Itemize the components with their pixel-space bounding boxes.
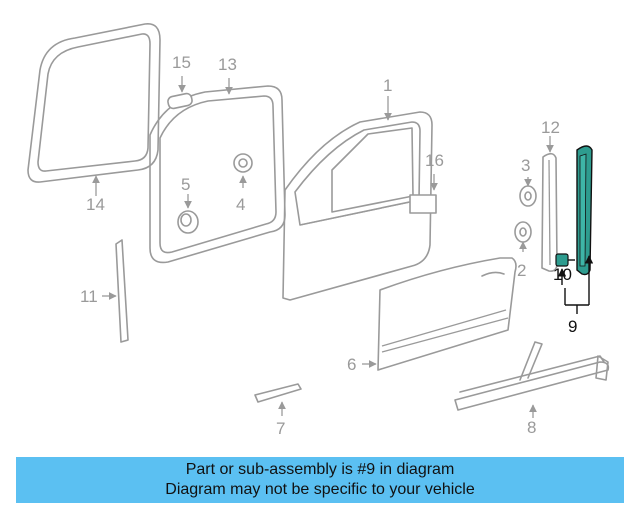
callout-12: 12 xyxy=(541,118,560,137)
callout-7: 7 xyxy=(276,419,285,438)
callout-2: 2 xyxy=(517,261,526,280)
outer-panel-part-6 xyxy=(377,257,517,371)
callout-11: 11 xyxy=(80,287,98,306)
banner-line-2: Diagram may not be specific to your vehi… xyxy=(165,481,475,498)
callout-1: 1 xyxy=(383,76,392,95)
plug-part-15 xyxy=(167,92,193,110)
callout-4: 4 xyxy=(236,195,245,214)
callout-6: 6 xyxy=(347,355,356,374)
sill-moulding-part-8 xyxy=(454,341,610,411)
grommet-part-4 xyxy=(233,153,253,173)
weatherstrip-part-14 xyxy=(27,23,161,183)
parts-diagram: 14 13 15 5 4 1 16 3 xyxy=(27,23,610,438)
clip-part-5 xyxy=(177,210,199,234)
callout-15: 15 xyxy=(172,53,191,72)
banner-line-1: Part or sub-assembly is #9 in diagram xyxy=(185,461,455,478)
callout-8: 8 xyxy=(527,418,536,437)
label-part-16 xyxy=(409,194,437,214)
callout-13: 13 xyxy=(218,55,237,74)
callout-14: 14 xyxy=(86,195,105,214)
glass-run-channel-part-9 xyxy=(576,145,593,276)
callout-16: 16 xyxy=(425,151,444,170)
channel-part-12 xyxy=(541,152,558,272)
bolt-part-10 xyxy=(555,253,575,267)
callout-9-bracket xyxy=(564,255,594,314)
door-weatherstrip-part-13 xyxy=(149,85,286,264)
callout-3: 3 xyxy=(521,156,530,175)
pillar-trim-part-11 xyxy=(115,239,129,343)
callout-10: 10 xyxy=(553,265,572,284)
callout-5: 5 xyxy=(181,175,190,194)
moulding-part-7 xyxy=(254,383,302,403)
washer-part-3 xyxy=(519,185,537,207)
door-shell-part-1 xyxy=(282,111,433,301)
washer-part-2 xyxy=(514,221,532,243)
info-banner: Part or sub-assembly is #9 in diagram Di… xyxy=(16,457,624,503)
callout-9: 9 xyxy=(568,317,577,336)
